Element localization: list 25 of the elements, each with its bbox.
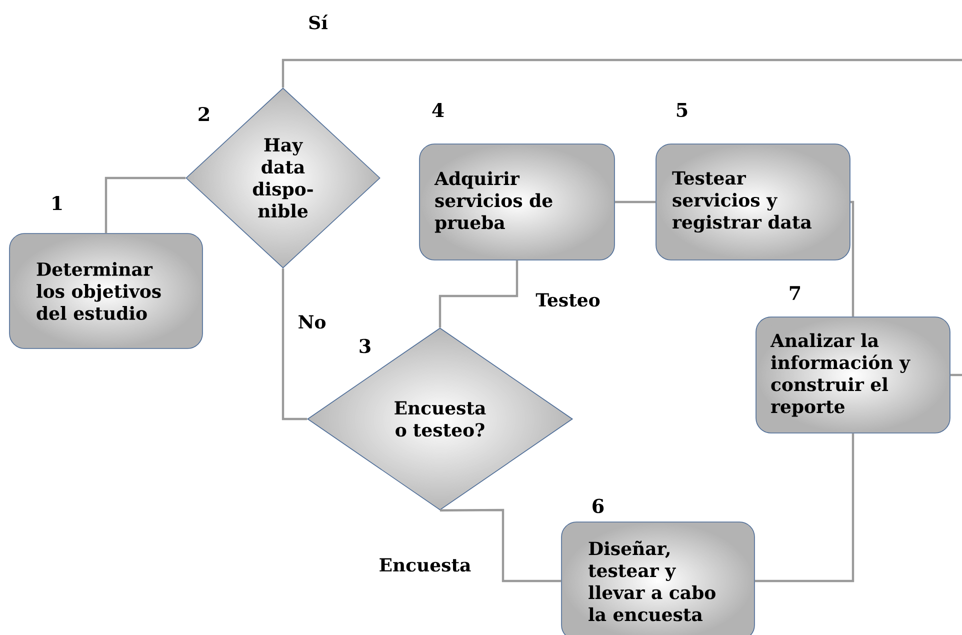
connector <box>282 58 962 88</box>
edge-label: Sí <box>309 14 328 30</box>
connector <box>614 200 656 204</box>
step-number: 5 <box>676 102 688 118</box>
step-number: 3 <box>360 338 370 354</box>
process-box: Analizar la información y construir el reporte <box>756 316 950 434</box>
process-box: Adquirir servicios de prueba <box>419 144 615 260</box>
process-box: Determinar los objetivos del estudio <box>9 233 203 349</box>
connector <box>950 374 962 376</box>
step-number: 4 <box>432 102 444 118</box>
step-number: 7 <box>790 286 800 300</box>
step-number: 1 <box>52 196 62 210</box>
connector <box>754 433 854 582</box>
step-number: 2 <box>198 106 209 122</box>
connector <box>438 260 518 328</box>
process-box: Diseñar, testear y llevar a cabo la encuesta <box>561 522 755 635</box>
connector <box>104 176 186 234</box>
connector <box>440 508 562 582</box>
connector <box>850 200 854 317</box>
process-box: Testear servicios y registrar data <box>656 144 850 260</box>
edge-label: Encuesta <box>380 558 471 572</box>
connector <box>282 268 308 420</box>
edge-label: No <box>298 315 326 329</box>
edge-label: Testeo <box>536 293 600 307</box>
step-number: 6 <box>592 498 604 514</box>
